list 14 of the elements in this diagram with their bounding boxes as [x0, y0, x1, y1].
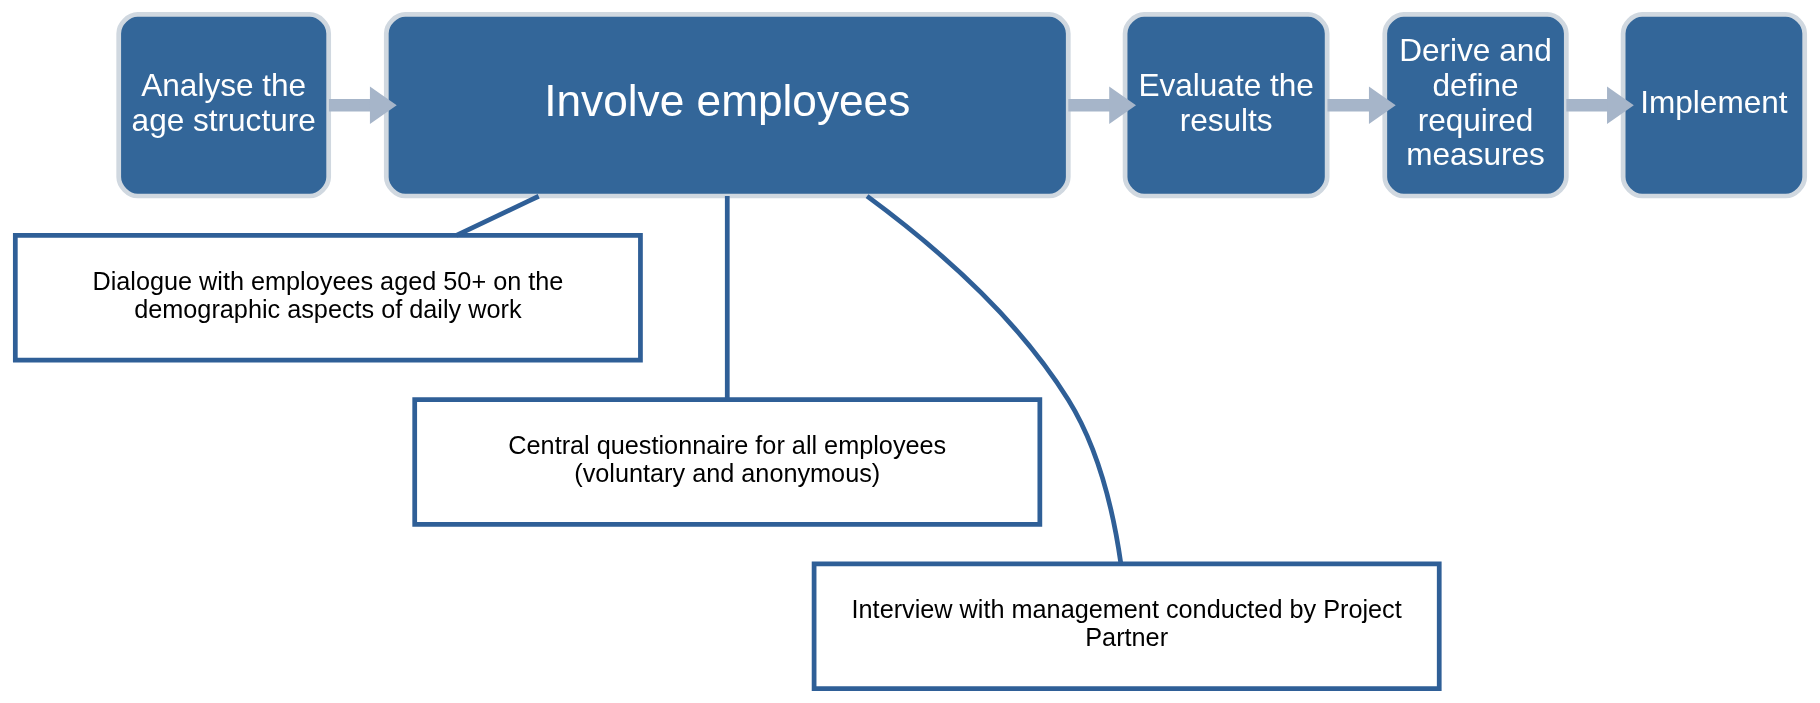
connector	[865, 194, 1124, 564]
arrow	[1068, 86, 1137, 124]
node-box: Interview with management conducted by Project Partner	[811, 561, 1442, 691]
node-box: Involve employees	[383, 12, 1071, 199]
node-box: Central questionnaire for all employees (voluntary and anonymous)	[412, 397, 1043, 527]
arrow	[1566, 86, 1634, 124]
node-box: Implement	[1620, 12, 1808, 199]
node-box: Dialogue with employees aged 50+ on the demographic aspects of daily work	[12, 233, 643, 363]
arrow	[328, 86, 397, 124]
connector	[724, 196, 730, 400]
node-box: Derive and define required measures	[1382, 12, 1569, 199]
arrow	[1327, 86, 1396, 124]
node-box: Evaluate the results	[1122, 12, 1330, 199]
node-box: Analyse the age structure	[116, 12, 332, 199]
